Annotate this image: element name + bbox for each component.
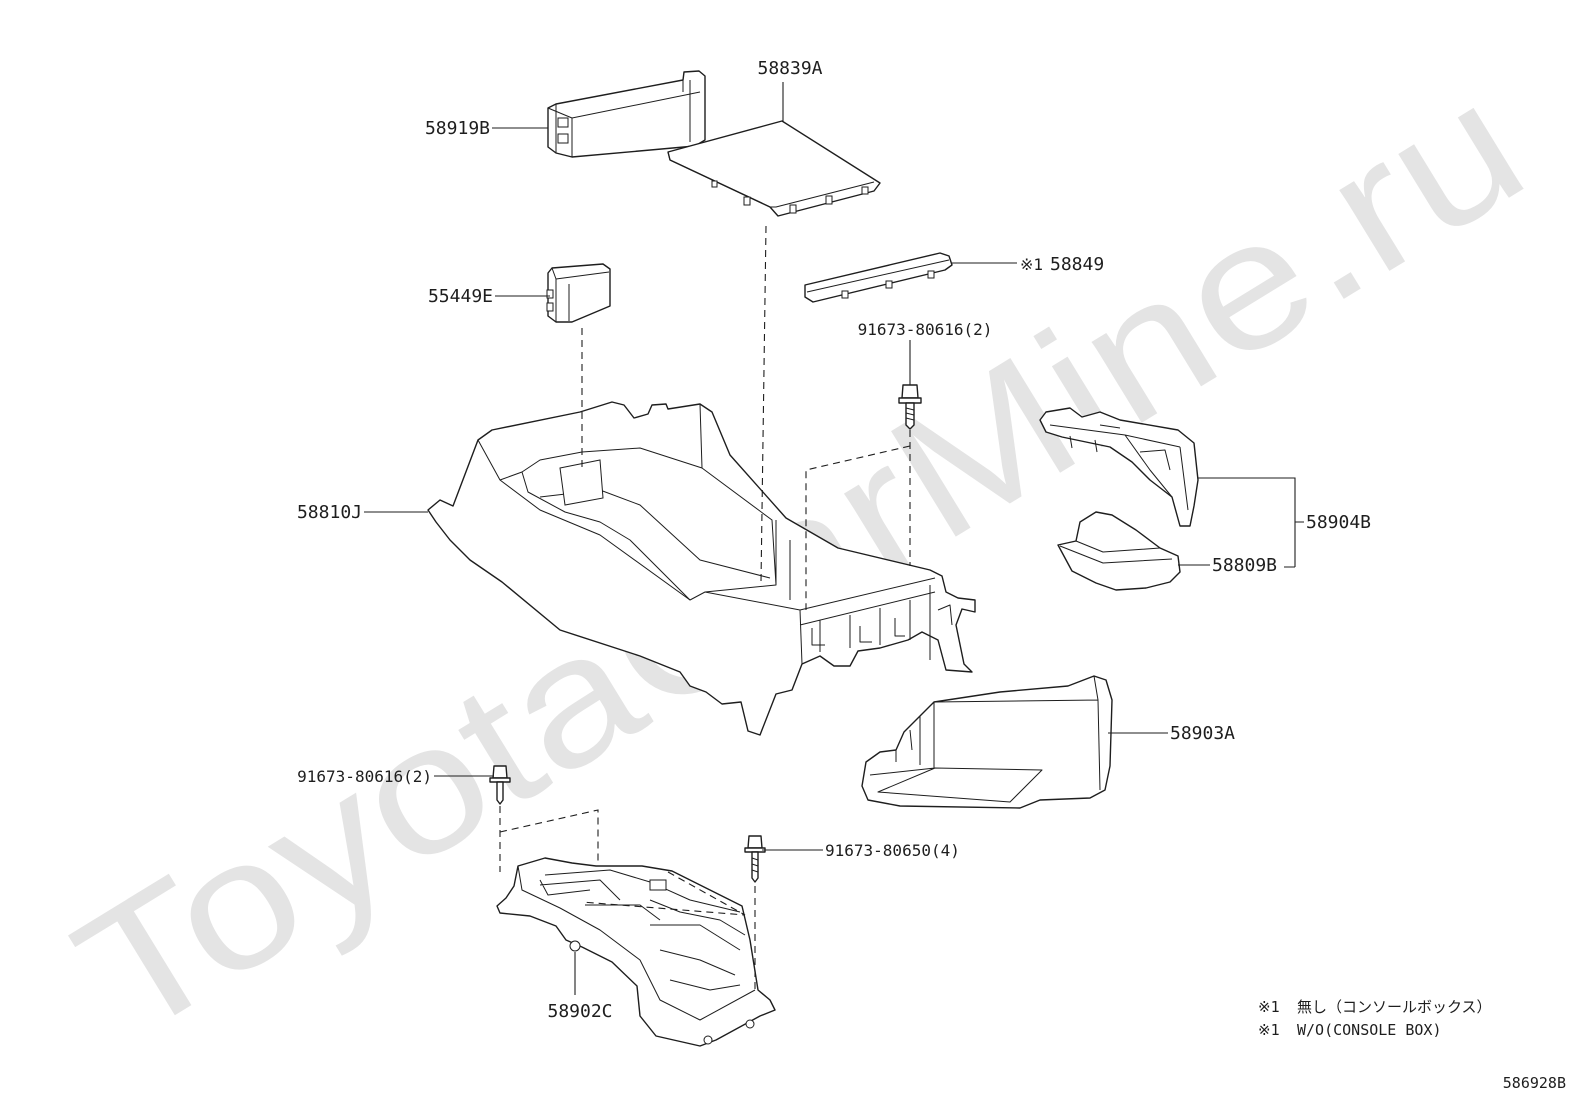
part-58919b-tray — [547, 70, 706, 158]
callout-58902c[interactable]: 58902C — [547, 1001, 612, 1022]
part-detail — [546, 302, 554, 312]
part-55449e-box — [546, 263, 611, 323]
part-tab — [841, 290, 849, 299]
part-detail — [869, 675, 1101, 803]
bolt-thread — [905, 407, 915, 421]
part-58902c-bracket — [496, 857, 776, 1047]
bolt-washer — [898, 397, 922, 404]
bolt-91673-80650 — [744, 835, 766, 883]
console-tray — [521, 447, 777, 601]
part-detail — [1049, 424, 1189, 511]
callout-58839a[interactable]: 58839A — [757, 58, 822, 79]
bolt-shank — [496, 781, 504, 805]
bolt-shank — [905, 402, 915, 430]
bolt-head — [492, 765, 508, 779]
callout-58904b[interactable]: 58904B — [1306, 512, 1371, 533]
footnote-text-ja: 無し（コンソールボックス） — [1297, 998, 1492, 1016]
callout-58809b[interactable]: 58809B — [1212, 555, 1277, 576]
part-detail — [806, 259, 950, 293]
part-detail — [546, 289, 554, 299]
callout-91673-80650[interactable]: 91673-80650(4) — [825, 841, 960, 860]
part-outline — [1039, 407, 1199, 527]
assembly-line — [581, 871, 746, 916]
part-tab — [861, 186, 869, 195]
part-detail — [667, 151, 875, 208]
part-detail — [811, 604, 953, 646]
leader-58904b — [1198, 477, 1304, 568]
part-58810j-console — [427, 401, 976, 736]
callout-58919b[interactable]: 58919B — [425, 118, 490, 139]
footnote-text-en: W/O(CONSOLE BOX) — [1297, 1021, 1442, 1039]
part-tab — [927, 270, 935, 279]
callout-58810j[interactable]: 58810J — [297, 502, 362, 523]
callout-58849-note-ref: ※1 — [1020, 255, 1043, 274]
callout-58903a[interactable]: 58903A — [1170, 723, 1235, 744]
bolt-washer — [744, 847, 766, 853]
callout-labels: 58839A 58919B 55449E ※1 58849 91673-8061… — [297, 58, 1371, 1022]
part-outline — [496, 857, 776, 1047]
part-detail — [1059, 540, 1173, 564]
part-tab — [711, 180, 718, 188]
assembly-lines — [499, 225, 911, 990]
callout-91673-80616-lower[interactable]: 91673-80616(2) — [297, 767, 432, 786]
part-58903a-panel — [861, 675, 1113, 809]
part-tab — [789, 204, 797, 214]
callout-91673-80616-upper[interactable]: 91673-80616(2) — [858, 320, 993, 339]
leader-lines — [364, 82, 1304, 995]
part-detail — [551, 267, 610, 322]
footnote-marker: ※1 — [1258, 998, 1280, 1016]
part-detail — [557, 117, 569, 128]
part-leg — [703, 1035, 713, 1045]
part-58839a-panel — [667, 120, 881, 217]
part-detail — [649, 879, 667, 891]
part-tab — [885, 280, 893, 289]
part-detail — [557, 133, 569, 144]
part-outline — [547, 70, 706, 158]
bolt-head — [747, 835, 763, 849]
part-leg — [745, 1019, 755, 1029]
bolt-head — [901, 384, 919, 399]
part-58809b-boot — [1057, 511, 1181, 591]
part-tab — [825, 195, 833, 205]
part-58849-strip — [804, 252, 953, 303]
bolt-washer — [489, 777, 511, 783]
part-tab — [743, 196, 751, 206]
part-58904b-bracket — [1039, 407, 1199, 527]
callout-58849[interactable]: 58849 — [1050, 254, 1104, 275]
part-leg — [569, 940, 581, 952]
part-detail — [547, 80, 701, 157]
bolt-thread — [751, 857, 759, 873]
part-outline — [861, 675, 1113, 809]
bolt-91673-80616-lower — [489, 765, 511, 805]
assembly-line — [499, 809, 599, 866]
footnotes: ※1 無し（コンソールボックス） ※1 W/O(CONSOLE BOX) — [1258, 998, 1492, 1039]
callout-55449e[interactable]: 55449E — [428, 286, 493, 307]
figure-number: 586928B — [1503, 1074, 1566, 1092]
part-outline — [804, 252, 953, 303]
part-detail — [477, 403, 936, 665]
console-pocket — [559, 459, 604, 506]
footnote-marker: ※1 — [1258, 1021, 1280, 1039]
bolt-shank — [751, 851, 759, 883]
bolt-91673-80616-upper — [898, 384, 922, 430]
